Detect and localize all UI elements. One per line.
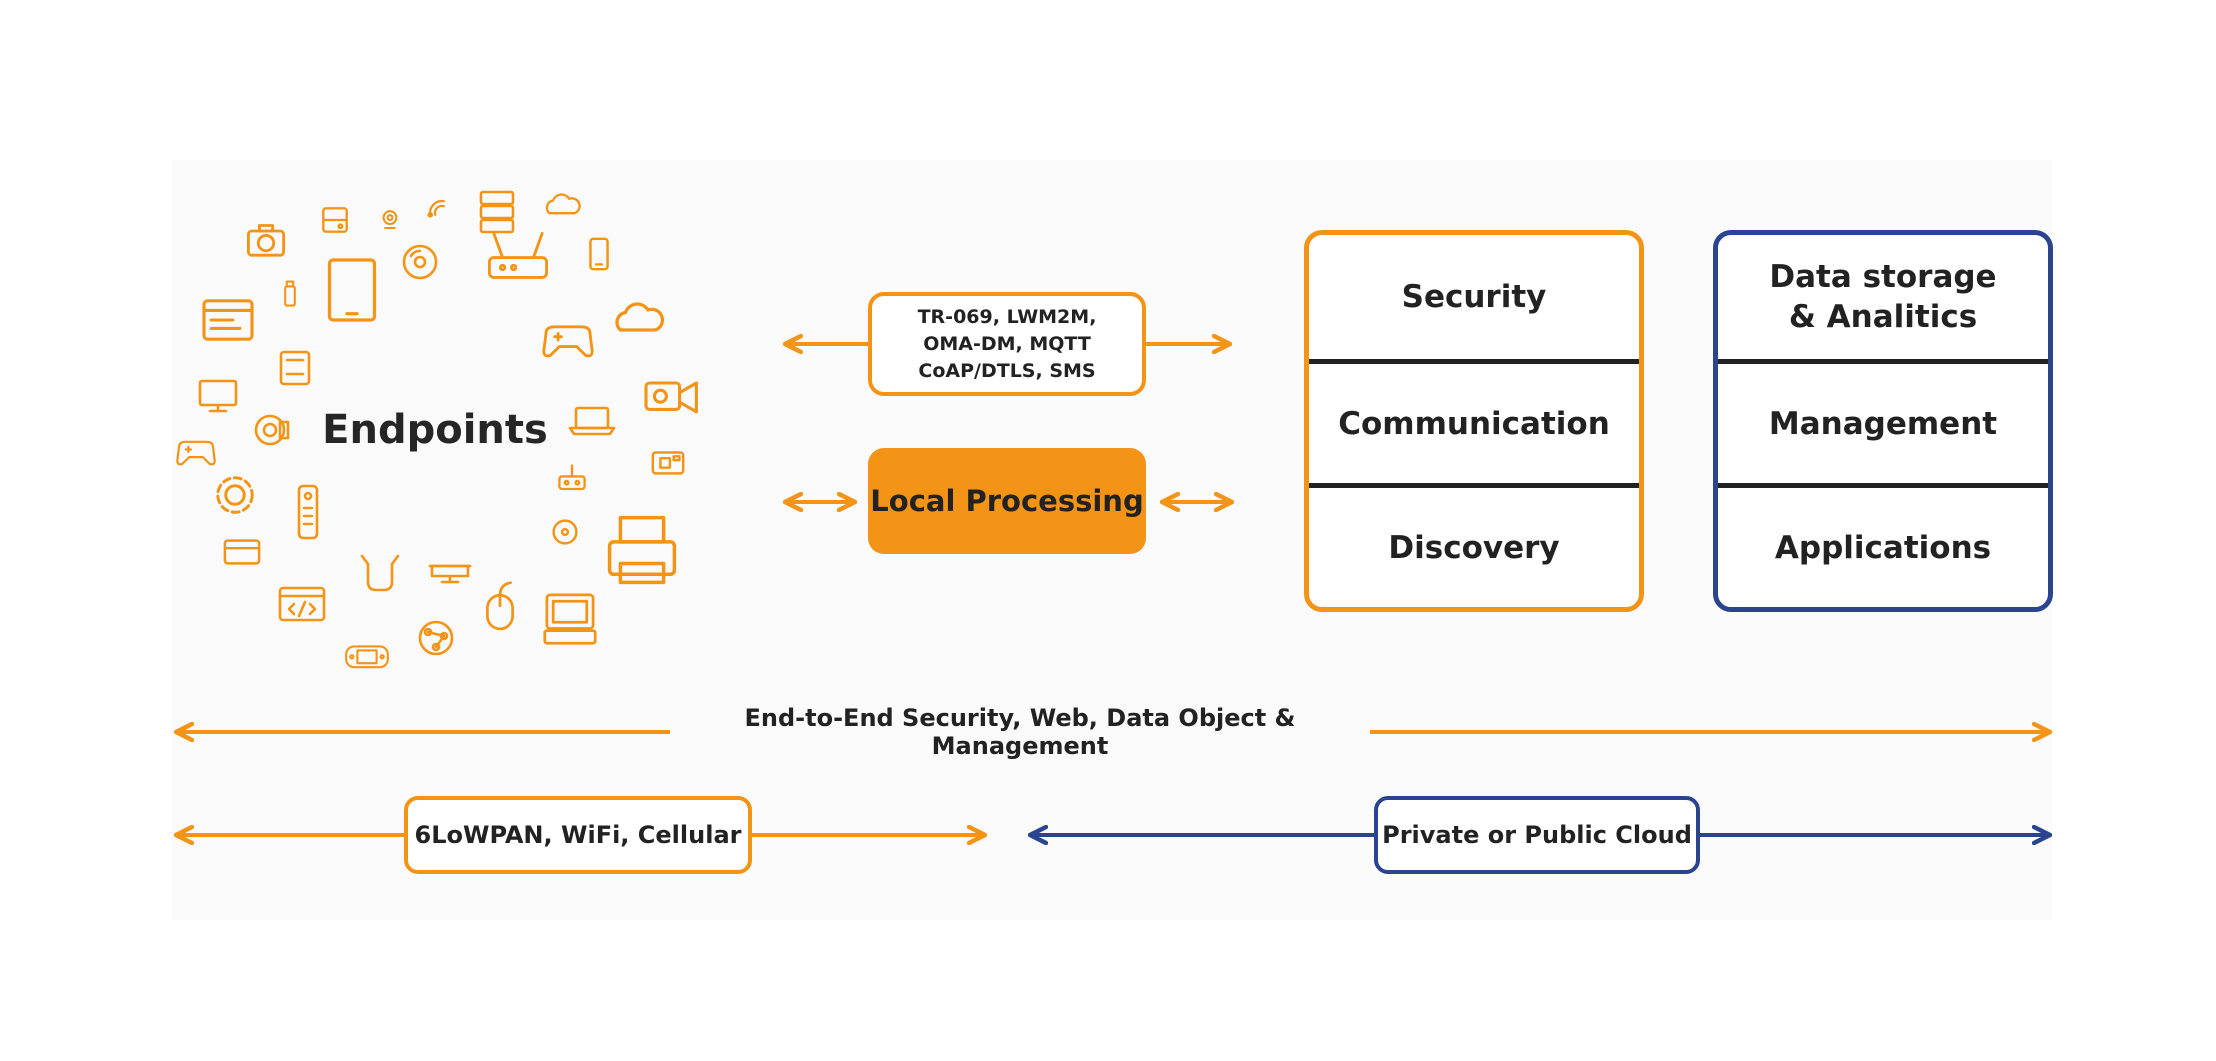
stack-discovery: Discovery — [1309, 483, 1639, 607]
stack-applications: Applications — [1718, 483, 2048, 607]
cloud-upload-icon — [545, 193, 581, 215]
gamepad-icon — [542, 325, 594, 358]
protocols-box: TR-069, LWM2M, OMA-DM, MQTT CoAP/DTLS, S… — [868, 292, 1146, 396]
vr-headset-icon — [360, 554, 400, 592]
stack-data-storage: Data storage & Analitics — [1718, 235, 2048, 359]
smartphone-icon — [589, 237, 609, 271]
protocol-line: TR-069, LWM2M, — [917, 305, 1097, 328]
code-window-icon — [278, 586, 326, 622]
compact-camera-icon — [651, 451, 685, 475]
card-reader-icon — [279, 350, 311, 386]
webcam-round-icon — [254, 414, 290, 446]
end-to-end-label: End-to-End Security, Web, Data Object & … — [670, 704, 1370, 760]
protocol-line: OMA-DM, MQTT — [923, 332, 1091, 355]
cloud-stack: Data storage & Analitics Management Appl… — [1713, 230, 2053, 612]
server-icon — [479, 190, 515, 234]
camera-icon — [246, 224, 286, 257]
local-processing-box: Local Processing — [868, 448, 1146, 554]
cloud-box: Private or Public Cloud — [1374, 796, 1700, 874]
monitor-icon — [198, 379, 238, 413]
network-box: 6LoWPAN, WiFi, Cellular — [404, 796, 752, 874]
computer-icon — [543, 593, 597, 645]
disc-icon — [402, 244, 438, 280]
webcam-icon — [382, 210, 398, 230]
satellite-icon — [427, 199, 445, 218]
browser-window-icon — [202, 299, 254, 341]
mouse-icon — [486, 581, 514, 631]
endpoints-label: Endpoints — [322, 407, 548, 453]
display-icon — [428, 564, 472, 584]
gear-icon — [216, 476, 254, 514]
handheld-console-icon — [345, 645, 389, 669]
stack-communication: Communication — [1309, 359, 1639, 483]
remote-control-icon — [297, 484, 319, 540]
tablet-icon — [327, 258, 377, 322]
usb-stick-icon — [284, 280, 296, 307]
dvd-icon — [552, 519, 578, 545]
laptop-icon — [568, 406, 616, 436]
printer-icon — [607, 515, 677, 585]
network-icon — [418, 620, 454, 656]
sensor-icon — [558, 464, 586, 491]
stack-security: Security — [1401, 279, 1547, 315]
stack-data-storage-label: Data storage & Analitics — [1769, 259, 1997, 335]
camcorder-icon — [644, 381, 698, 414]
protocol-line: CoAP/DTLS, SMS — [918, 359, 1096, 382]
device-stack: Security Communication Discovery — [1304, 230, 1644, 612]
credit-card-icon — [223, 539, 261, 565]
router-icon — [487, 231, 549, 279]
cloud-icon — [615, 302, 665, 332]
gamepad-icon — [176, 440, 216, 466]
hard-drive-icon — [322, 207, 348, 233]
stack-management: Management — [1718, 359, 2048, 483]
